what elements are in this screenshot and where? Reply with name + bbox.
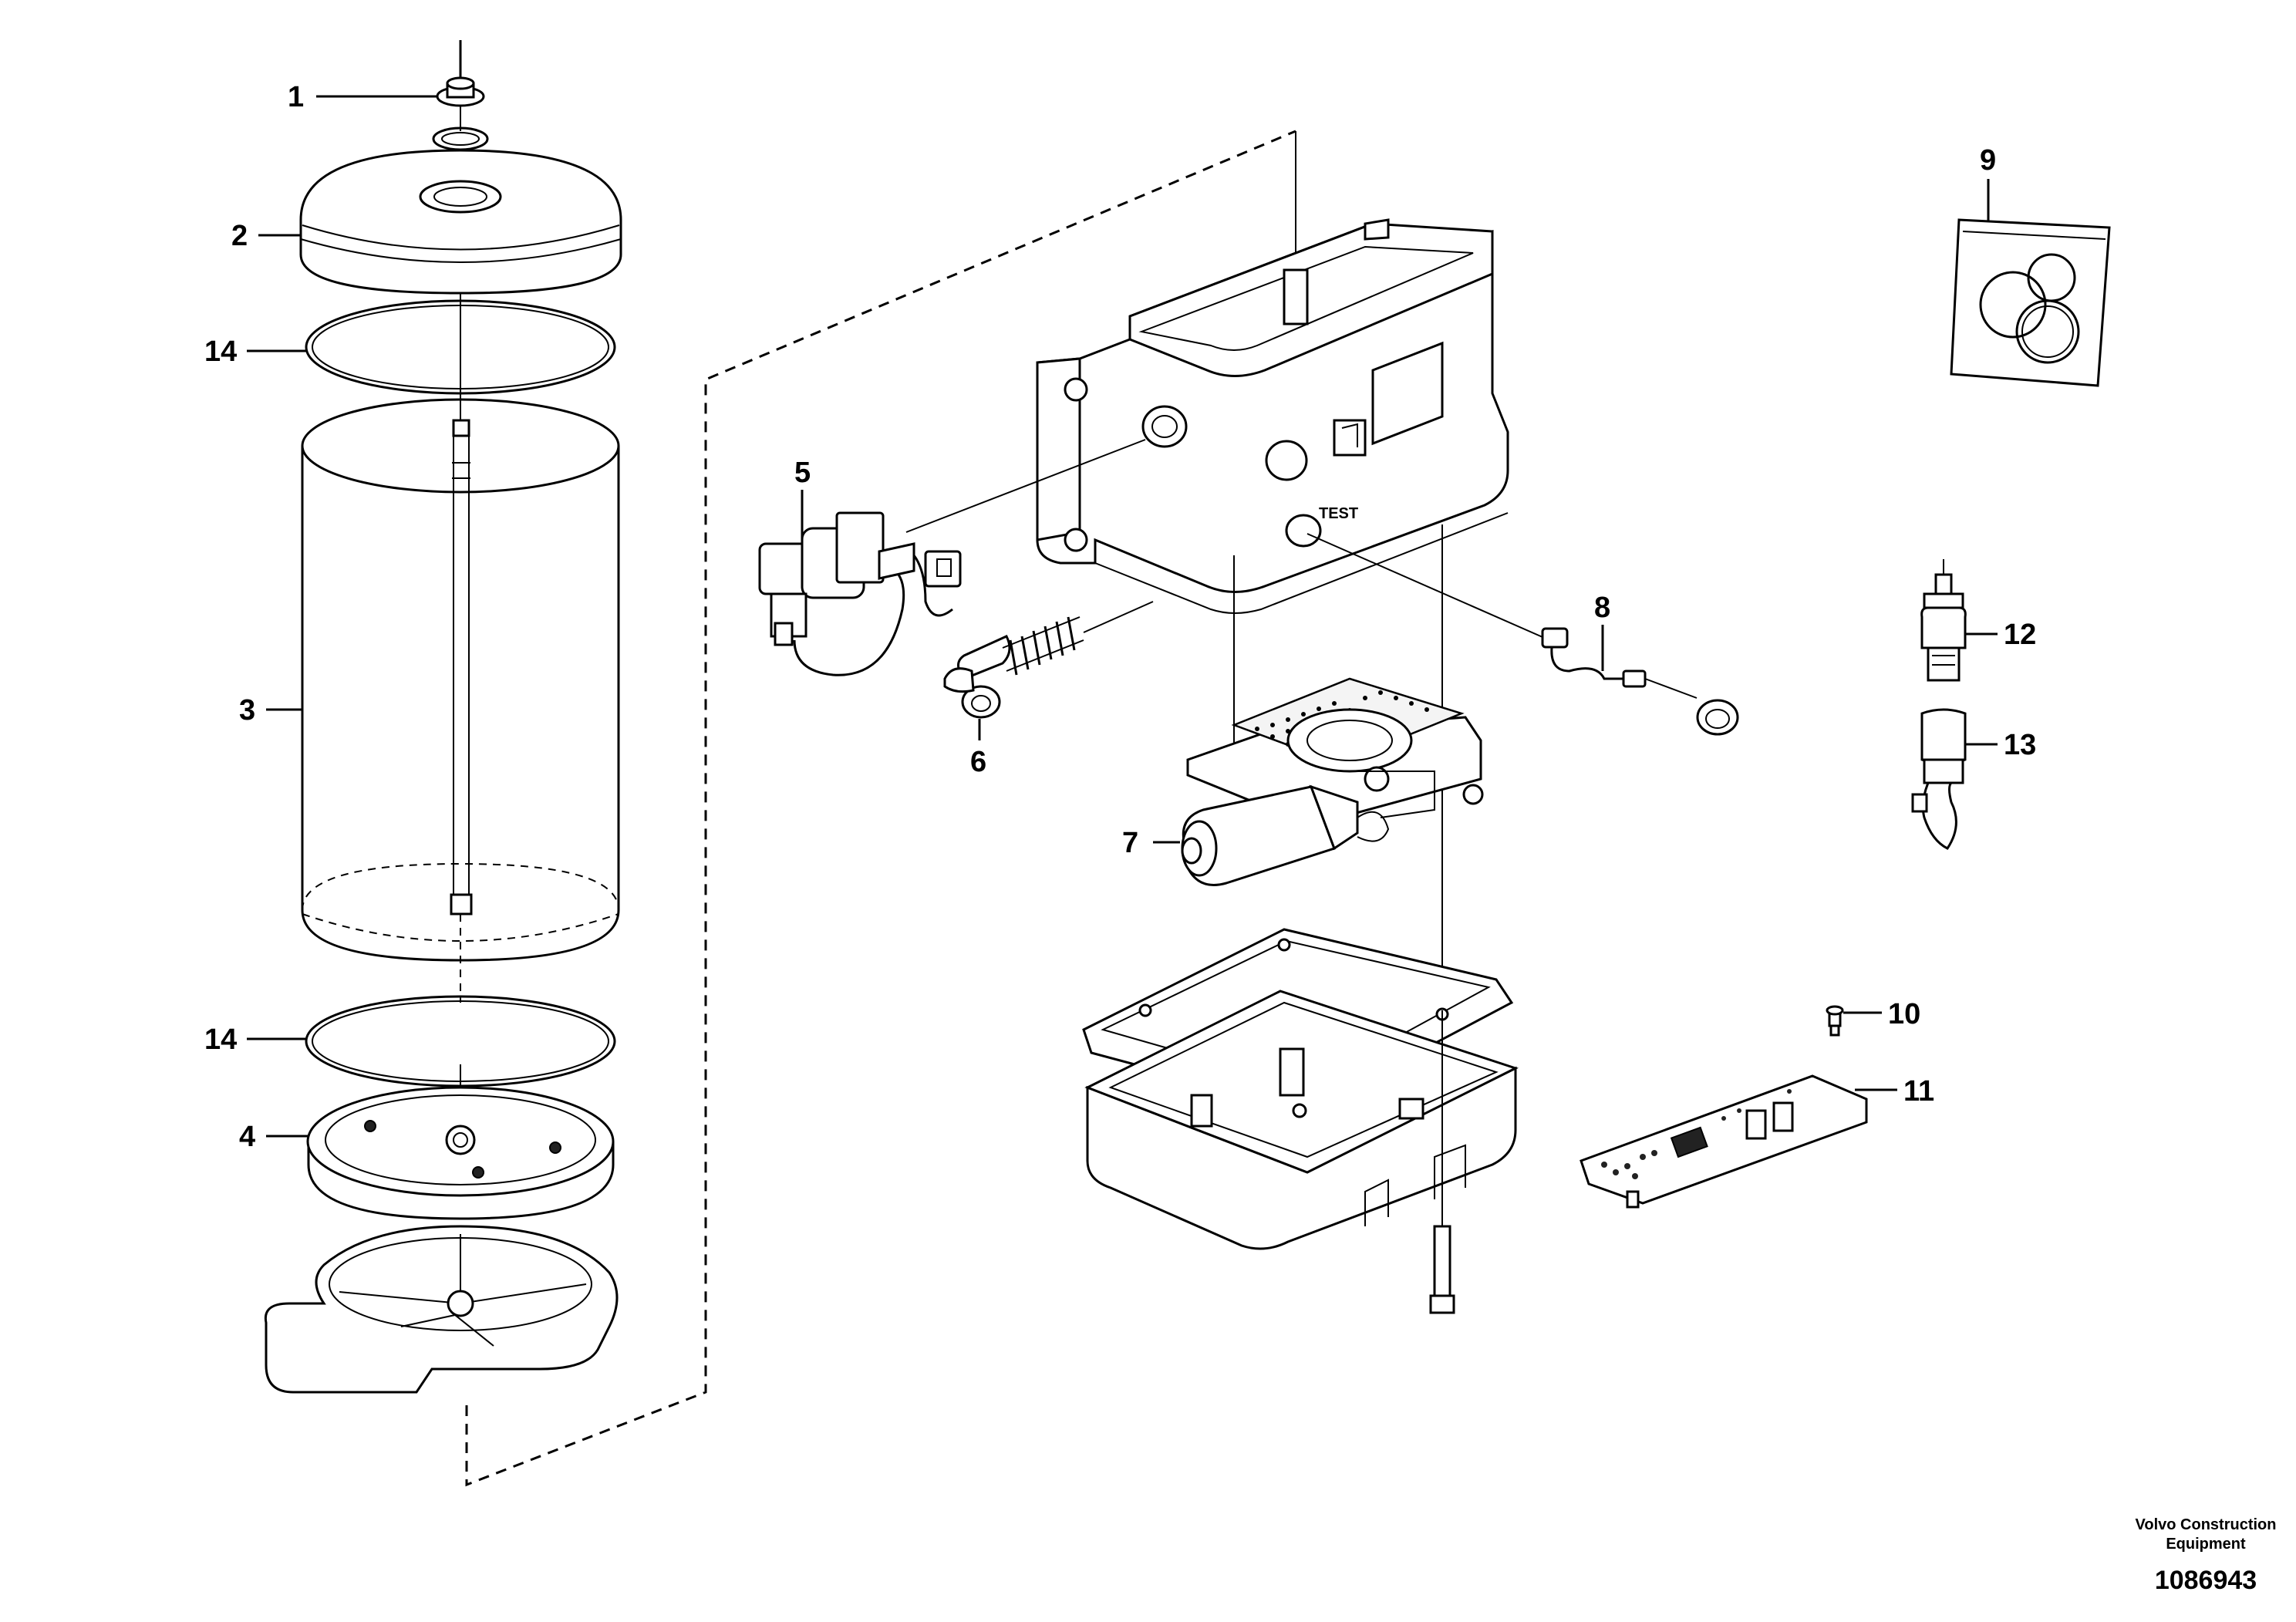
reservoir-base [264,1225,619,1394]
part-13-sensor-connector [1911,708,1967,850]
callout-14a: 14 [204,336,237,368]
credit-block: Volvo Construction Equipment 1086943 [2136,1516,2277,1595]
part-9-seal-kit [1950,218,2111,387]
part-5-connector [758,439,1146,676]
callout-4: 4 [239,1121,255,1153]
callout-11: 11 [1903,1075,1934,1108]
part-6-filler-spring [943,601,1154,719]
part-14-o-ring-upper [305,299,616,395]
part-8-sensor-cable [1306,533,1739,736]
svg-text:TEST: TEST [1319,505,1358,522]
callout-6: 6 [970,746,986,778]
callout-13: 13 [2004,729,2036,761]
callout-12: 12 [2004,619,2036,651]
credit-line-2: Equipment [2166,1536,2246,1553]
part-10-bolt [1826,1005,1844,1037]
leader-lines [247,95,1998,1138]
lower-housing [1082,928,1519,1314]
part-12-pressure-sensor [1920,559,1967,682]
part-4-base-plate [306,1086,615,1220]
callout-3: 3 [239,694,255,727]
part-3-reservoir-cylinder [301,398,620,1003]
part-7-motor-assembly [1181,677,1484,886]
callout-2: 2 [231,220,248,252]
callout-9: 9 [1980,144,1996,177]
callout-10: 10 [1888,998,1920,1030]
callout-7: 7 [1122,827,1138,859]
callout-5: 5 [794,457,811,489]
callout-14b: 14 [204,1023,237,1056]
credit-line-1: Volvo Construction [2136,1516,2277,1533]
part-14-o-ring-lower [305,995,616,1088]
part-11-circuit-board [1580,1074,1868,1209]
callout-1: 1 [288,81,304,113]
part-2-lid [299,149,622,295]
reservoir-assembly [264,40,622,1394]
callout-8: 8 [1594,592,1610,624]
drawing-number: 1086943 [2155,1566,2257,1595]
assembly-dashed-link [465,130,1296,1487]
part-1-vent-screw [432,76,489,151]
callout-labels: 1 2 14 3 14 4 5 6 7 8 9 10 11 12 13 [204,81,2036,1153]
pump-housing: TEST [1036,131,1509,1010]
